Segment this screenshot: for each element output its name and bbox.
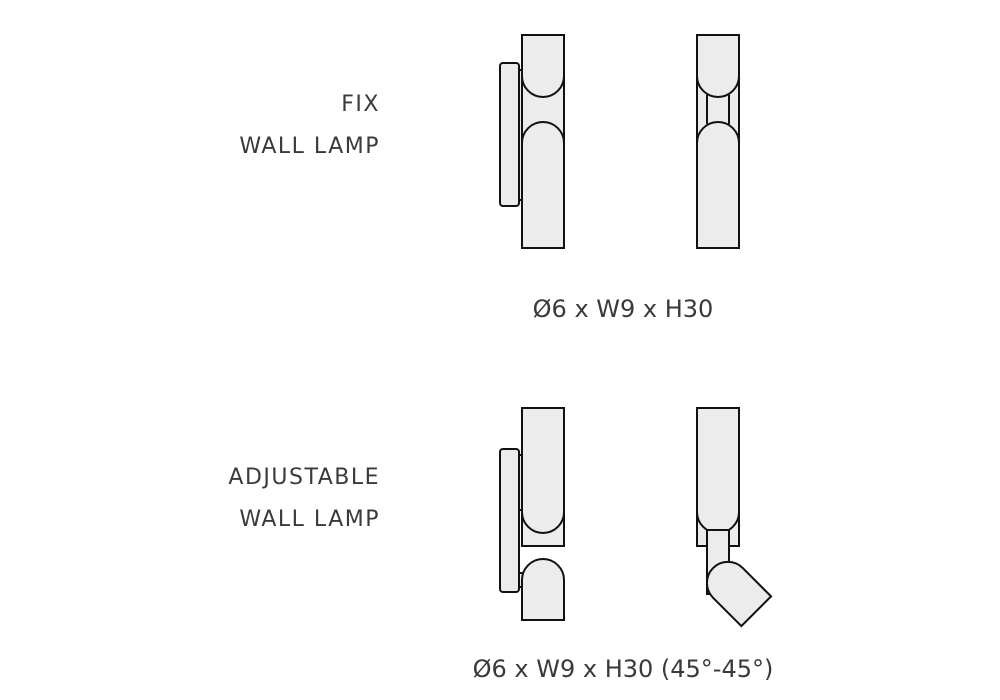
fix-label-line1: FIX	[341, 92, 380, 117]
lamp-body	[521, 407, 565, 547]
adjustable-dimensions: Ø6 x W9 x H30 (45°-45°)	[472, 655, 774, 683]
adjustable-label-line1: ADJUSTABLE	[228, 465, 380, 490]
adjustable-label: ADJUSTABLE WALL LAMP	[228, 457, 380, 541]
fix-dimensions: Ø6 x W9 x H30	[532, 295, 714, 323]
tilted-head	[706, 561, 773, 628]
wall-plate	[499, 448, 520, 593]
wall-plate	[499, 62, 520, 207]
lower-shade-arc	[521, 121, 565, 144]
fix-front-view	[696, 34, 740, 249]
lamp-body	[521, 34, 565, 249]
adjustable-front-view	[696, 407, 773, 628]
lamp-body	[696, 34, 740, 249]
adjustable-side-view	[499, 407, 565, 621]
adjustable-label-line2: WALL LAMP	[239, 507, 380, 532]
fix-label: FIX WALL LAMP	[239, 84, 380, 168]
lamp-body	[696, 407, 740, 547]
fix-side-view	[499, 34, 565, 249]
adjustable-head	[521, 558, 565, 621]
fix-label-line2: WALL LAMP	[239, 134, 380, 159]
upper-shade-arc	[521, 75, 565, 98]
